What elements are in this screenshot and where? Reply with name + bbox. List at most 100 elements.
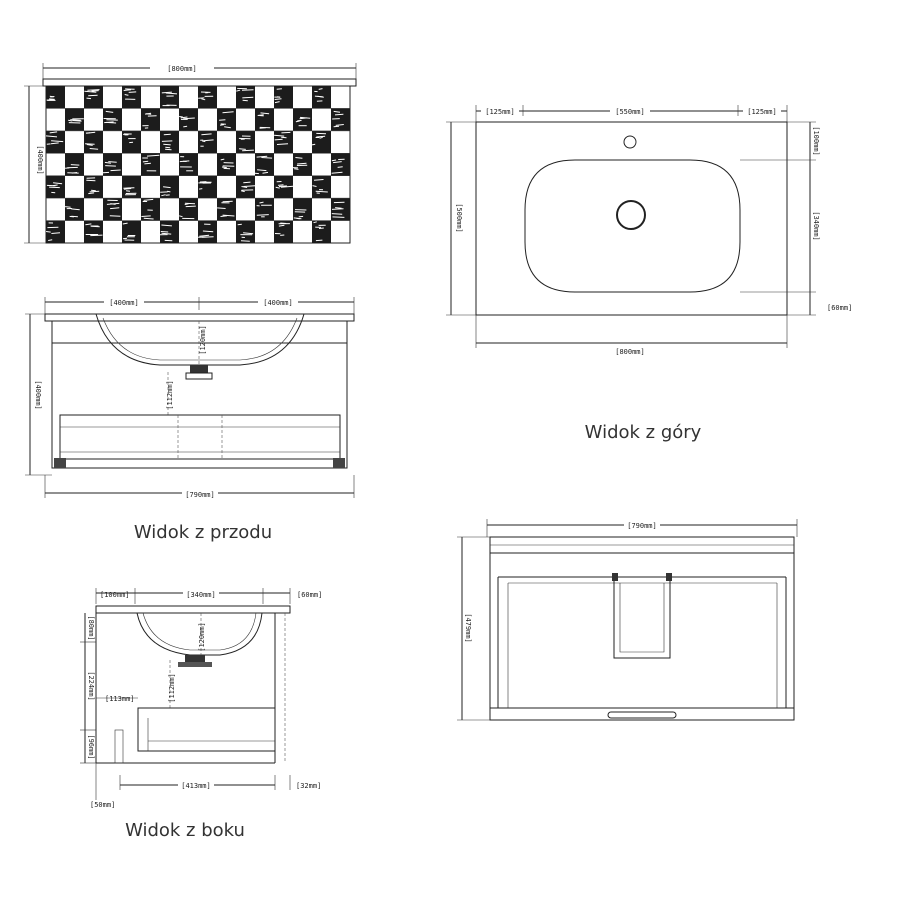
wood-grain-stroke — [296, 217, 300, 220]
wood-grain-stroke — [161, 224, 172, 227]
pattern-tile — [274, 130, 293, 154]
wood-grain-stroke — [298, 215, 304, 218]
wood-grain-stroke — [295, 157, 303, 159]
wood-grain-stroke — [91, 90, 99, 92]
wood-grain-stroke — [256, 214, 269, 216]
wood-grain-stroke — [241, 186, 248, 188]
dim-drain-label: [112mm] — [168, 673, 176, 703]
wood-grain-stroke — [295, 120, 300, 123]
wood-grain-stroke — [65, 206, 71, 208]
wood-grain-stroke — [316, 135, 326, 138]
wood-grain-stroke — [313, 179, 324, 181]
dim-basin-label: [120mm] — [199, 325, 207, 355]
hinge-left — [54, 458, 66, 468]
wood-grain-stroke — [333, 125, 340, 128]
wood-grain-stroke — [262, 171, 269, 174]
wood-grain-stroke — [89, 148, 99, 150]
wood-grain-stroke — [53, 182, 63, 185]
wood-grain-stroke — [199, 188, 203, 190]
wood-grain-stroke — [333, 110, 341, 113]
wood-grain-stroke — [318, 88, 323, 90]
wood-grain-stroke — [110, 169, 121, 172]
pattern-tile — [217, 153, 236, 176]
wood-grain-stroke — [240, 240, 250, 242]
dim-r1-label: [100mm] — [812, 126, 820, 156]
wood-grain-stroke — [280, 185, 294, 188]
wood-grain-stroke — [146, 154, 160, 157]
dim-top-label: [790mm] — [627, 522, 657, 530]
siphon-cutout — [613, 577, 671, 659]
wood-grain-stroke — [277, 96, 281, 98]
wood-grain-stroke — [71, 172, 78, 174]
wood-grain-stroke — [90, 234, 103, 237]
wood-grain-stroke — [48, 239, 53, 241]
wood-grain-stroke — [143, 217, 154, 220]
wood-grain-stroke — [161, 194, 166, 197]
dim-height-label: [400mm] — [34, 380, 42, 410]
wood-grain-stroke — [105, 110, 114, 113]
wood-grain-stroke — [220, 158, 225, 161]
wood-grain-stroke — [224, 126, 231, 129]
wood-grain-stroke — [72, 120, 82, 122]
wood-grain-stroke — [274, 98, 282, 100]
wood-grain-stroke — [142, 160, 149, 163]
wood-grain-stroke — [122, 222, 128, 225]
wood-grain-stroke — [143, 198, 154, 201]
wood-grain-stroke — [199, 234, 210, 237]
wood-grain-stroke — [239, 148, 246, 150]
pattern-tile — [312, 175, 331, 199]
wood-grain-stroke — [274, 138, 283, 141]
wood-grain-stroke — [87, 89, 100, 91]
countertop — [44, 313, 355, 322]
wood-grain-stroke — [236, 89, 241, 92]
caption-front-view: Widok z przodu — [134, 522, 272, 543]
wood-grain-stroke — [85, 223, 92, 226]
wood-grain-stroke — [297, 162, 307, 165]
wood-grain-stroke — [220, 124, 225, 126]
dim-top3-label: [60mm] — [297, 591, 322, 599]
wood-grain-stroke — [243, 232, 254, 235]
dim-right-label: [125mm] — [747, 108, 777, 116]
wood-grain-stroke — [203, 139, 214, 142]
siphon — [190, 365, 208, 373]
wood-grain-stroke — [243, 181, 251, 184]
wood-grain-stroke — [202, 230, 214, 233]
wood-grain-stroke — [144, 162, 151, 165]
dim-left1-label: [80mm] — [87, 615, 95, 640]
dim-mid-label: [550mm] — [615, 108, 645, 116]
wood-grain-stroke — [161, 140, 173, 142]
pattern-tile — [84, 175, 103, 199]
wood-grain-stroke — [314, 95, 324, 98]
wood-grain-stroke — [126, 190, 131, 192]
wood-grain-stroke — [71, 208, 80, 211]
pattern-tile — [122, 175, 141, 199]
wood-grain-stroke — [86, 144, 93, 146]
pattern-tile — [46, 220, 65, 243]
pattern-tile — [274, 86, 293, 109]
wood-grain-stroke — [51, 140, 64, 143]
wood-grain-stroke — [315, 239, 323, 242]
pattern-tile — [312, 220, 331, 243]
dim-inner1-label: [113mm] — [105, 695, 135, 703]
wood-grain-stroke — [91, 225, 100, 228]
front-view: [400mm] [400mm] [120mm] [112mm] [400mm] … — [25, 297, 355, 543]
wood-grain-stroke — [276, 143, 289, 145]
countertop — [42, 78, 357, 87]
dim-drain-label: [112mm] — [166, 380, 174, 410]
wood-grain-stroke — [105, 165, 116, 167]
dim-left-label: [125mm] — [485, 108, 515, 116]
dim-top-left-label: [400mm] — [109, 299, 139, 307]
pattern-tile — [293, 198, 312, 221]
wood-grain-stroke — [122, 237, 128, 240]
drawer — [59, 414, 341, 460]
wood-grain-stroke — [335, 207, 342, 209]
wood-grain-stroke — [84, 90, 97, 93]
wood-grain-stroke — [219, 119, 226, 121]
pattern-tile — [160, 220, 179, 243]
wood-grain-stroke — [52, 184, 58, 187]
wood-grain-stroke — [123, 89, 132, 91]
wood-grain-stroke — [163, 186, 171, 189]
wood-grain-stroke — [278, 224, 285, 227]
wood-grain-stroke — [91, 189, 96, 192]
wood-grain-stroke — [179, 116, 183, 118]
